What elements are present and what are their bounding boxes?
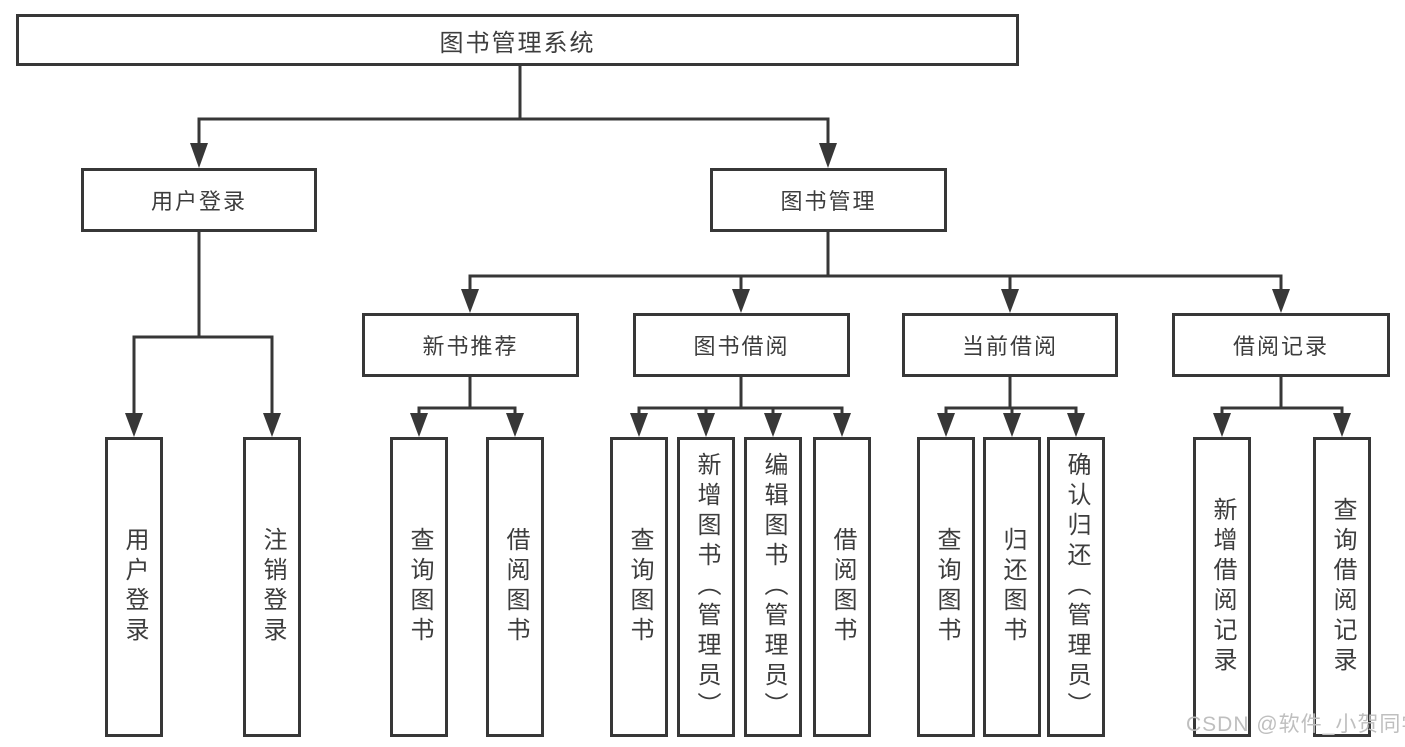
arrow-down-icon bbox=[732, 289, 750, 313]
arrow-down-icon bbox=[190, 143, 208, 168]
leaf-edit-books-admin: 编辑图书（管理员） bbox=[744, 437, 802, 737]
connector-recommend-to-leaves bbox=[417, 375, 517, 417]
arrow-down-icon bbox=[630, 413, 648, 437]
leaf-borrow-books: 借阅图书 bbox=[813, 437, 871, 737]
arrow-down-icon bbox=[263, 413, 281, 437]
leaf-user-login: 用户登录 bbox=[105, 437, 163, 737]
arrow-down-icon bbox=[764, 413, 782, 437]
arrow-down-icon bbox=[1067, 413, 1085, 437]
node-current-borrow: 当前借阅 bbox=[902, 313, 1118, 377]
arrow-down-icon bbox=[1001, 289, 1019, 313]
connector-current-to-leaves bbox=[944, 375, 1078, 417]
connector-borrow-to-leaves bbox=[637, 375, 844, 417]
connector-book-management-to-level3 bbox=[468, 230, 1283, 293]
arrow-down-icon bbox=[1213, 413, 1231, 437]
leaf-borrow-query-books: 查询图书 bbox=[610, 437, 668, 737]
arrow-down-icon bbox=[819, 143, 837, 168]
node-new-book-recommend: 新书推荐 bbox=[362, 313, 579, 377]
connector-user-login-to-leaves bbox=[132, 230, 274, 417]
arrow-down-icon bbox=[506, 413, 524, 437]
csdn-watermark: CSDN @软件_小贺同学 bbox=[1186, 713, 1405, 736]
connector-root-to-level2 bbox=[197, 64, 830, 148]
leaf-recommend-borrow-books: 借阅图书 bbox=[486, 437, 544, 737]
arrow-down-icon bbox=[937, 413, 955, 437]
node-book-borrow: 图书借阅 bbox=[633, 313, 850, 377]
arrow-down-icon bbox=[410, 413, 428, 437]
leaf-query-borrow-record: 查询借阅记录 bbox=[1313, 437, 1371, 737]
leaf-logout: 注销登录 bbox=[243, 437, 301, 737]
leaf-return-books: 归还图书 bbox=[983, 437, 1041, 737]
arrow-down-icon bbox=[833, 413, 851, 437]
leaf-add-books-admin: 新增图书（管理员） bbox=[677, 437, 735, 737]
node-root-library-management-system: 图书管理系统 bbox=[16, 14, 1019, 66]
arrow-down-icon bbox=[1003, 413, 1021, 437]
leaf-current-query-books: 查询图书 bbox=[917, 437, 975, 737]
leaf-confirm-return-admin: 确认归还（管理员） bbox=[1047, 437, 1105, 737]
leaf-recommend-query-books: 查询图书 bbox=[390, 437, 448, 737]
arrow-down-icon bbox=[461, 289, 479, 313]
arrow-down-icon bbox=[1333, 413, 1351, 437]
arrow-down-icon bbox=[1272, 289, 1290, 313]
node-book-management: 图书管理 bbox=[710, 168, 947, 232]
leaf-add-borrow-record: 新增借阅记录 bbox=[1193, 437, 1251, 737]
node-borrow-records: 借阅记录 bbox=[1172, 313, 1390, 377]
arrow-down-icon bbox=[125, 413, 143, 437]
arrow-down-icon bbox=[697, 413, 715, 437]
arrowheads bbox=[125, 143, 1351, 437]
connector-records-to-leaves bbox=[1220, 375, 1344, 417]
node-user-login: 用户登录 bbox=[81, 168, 317, 232]
